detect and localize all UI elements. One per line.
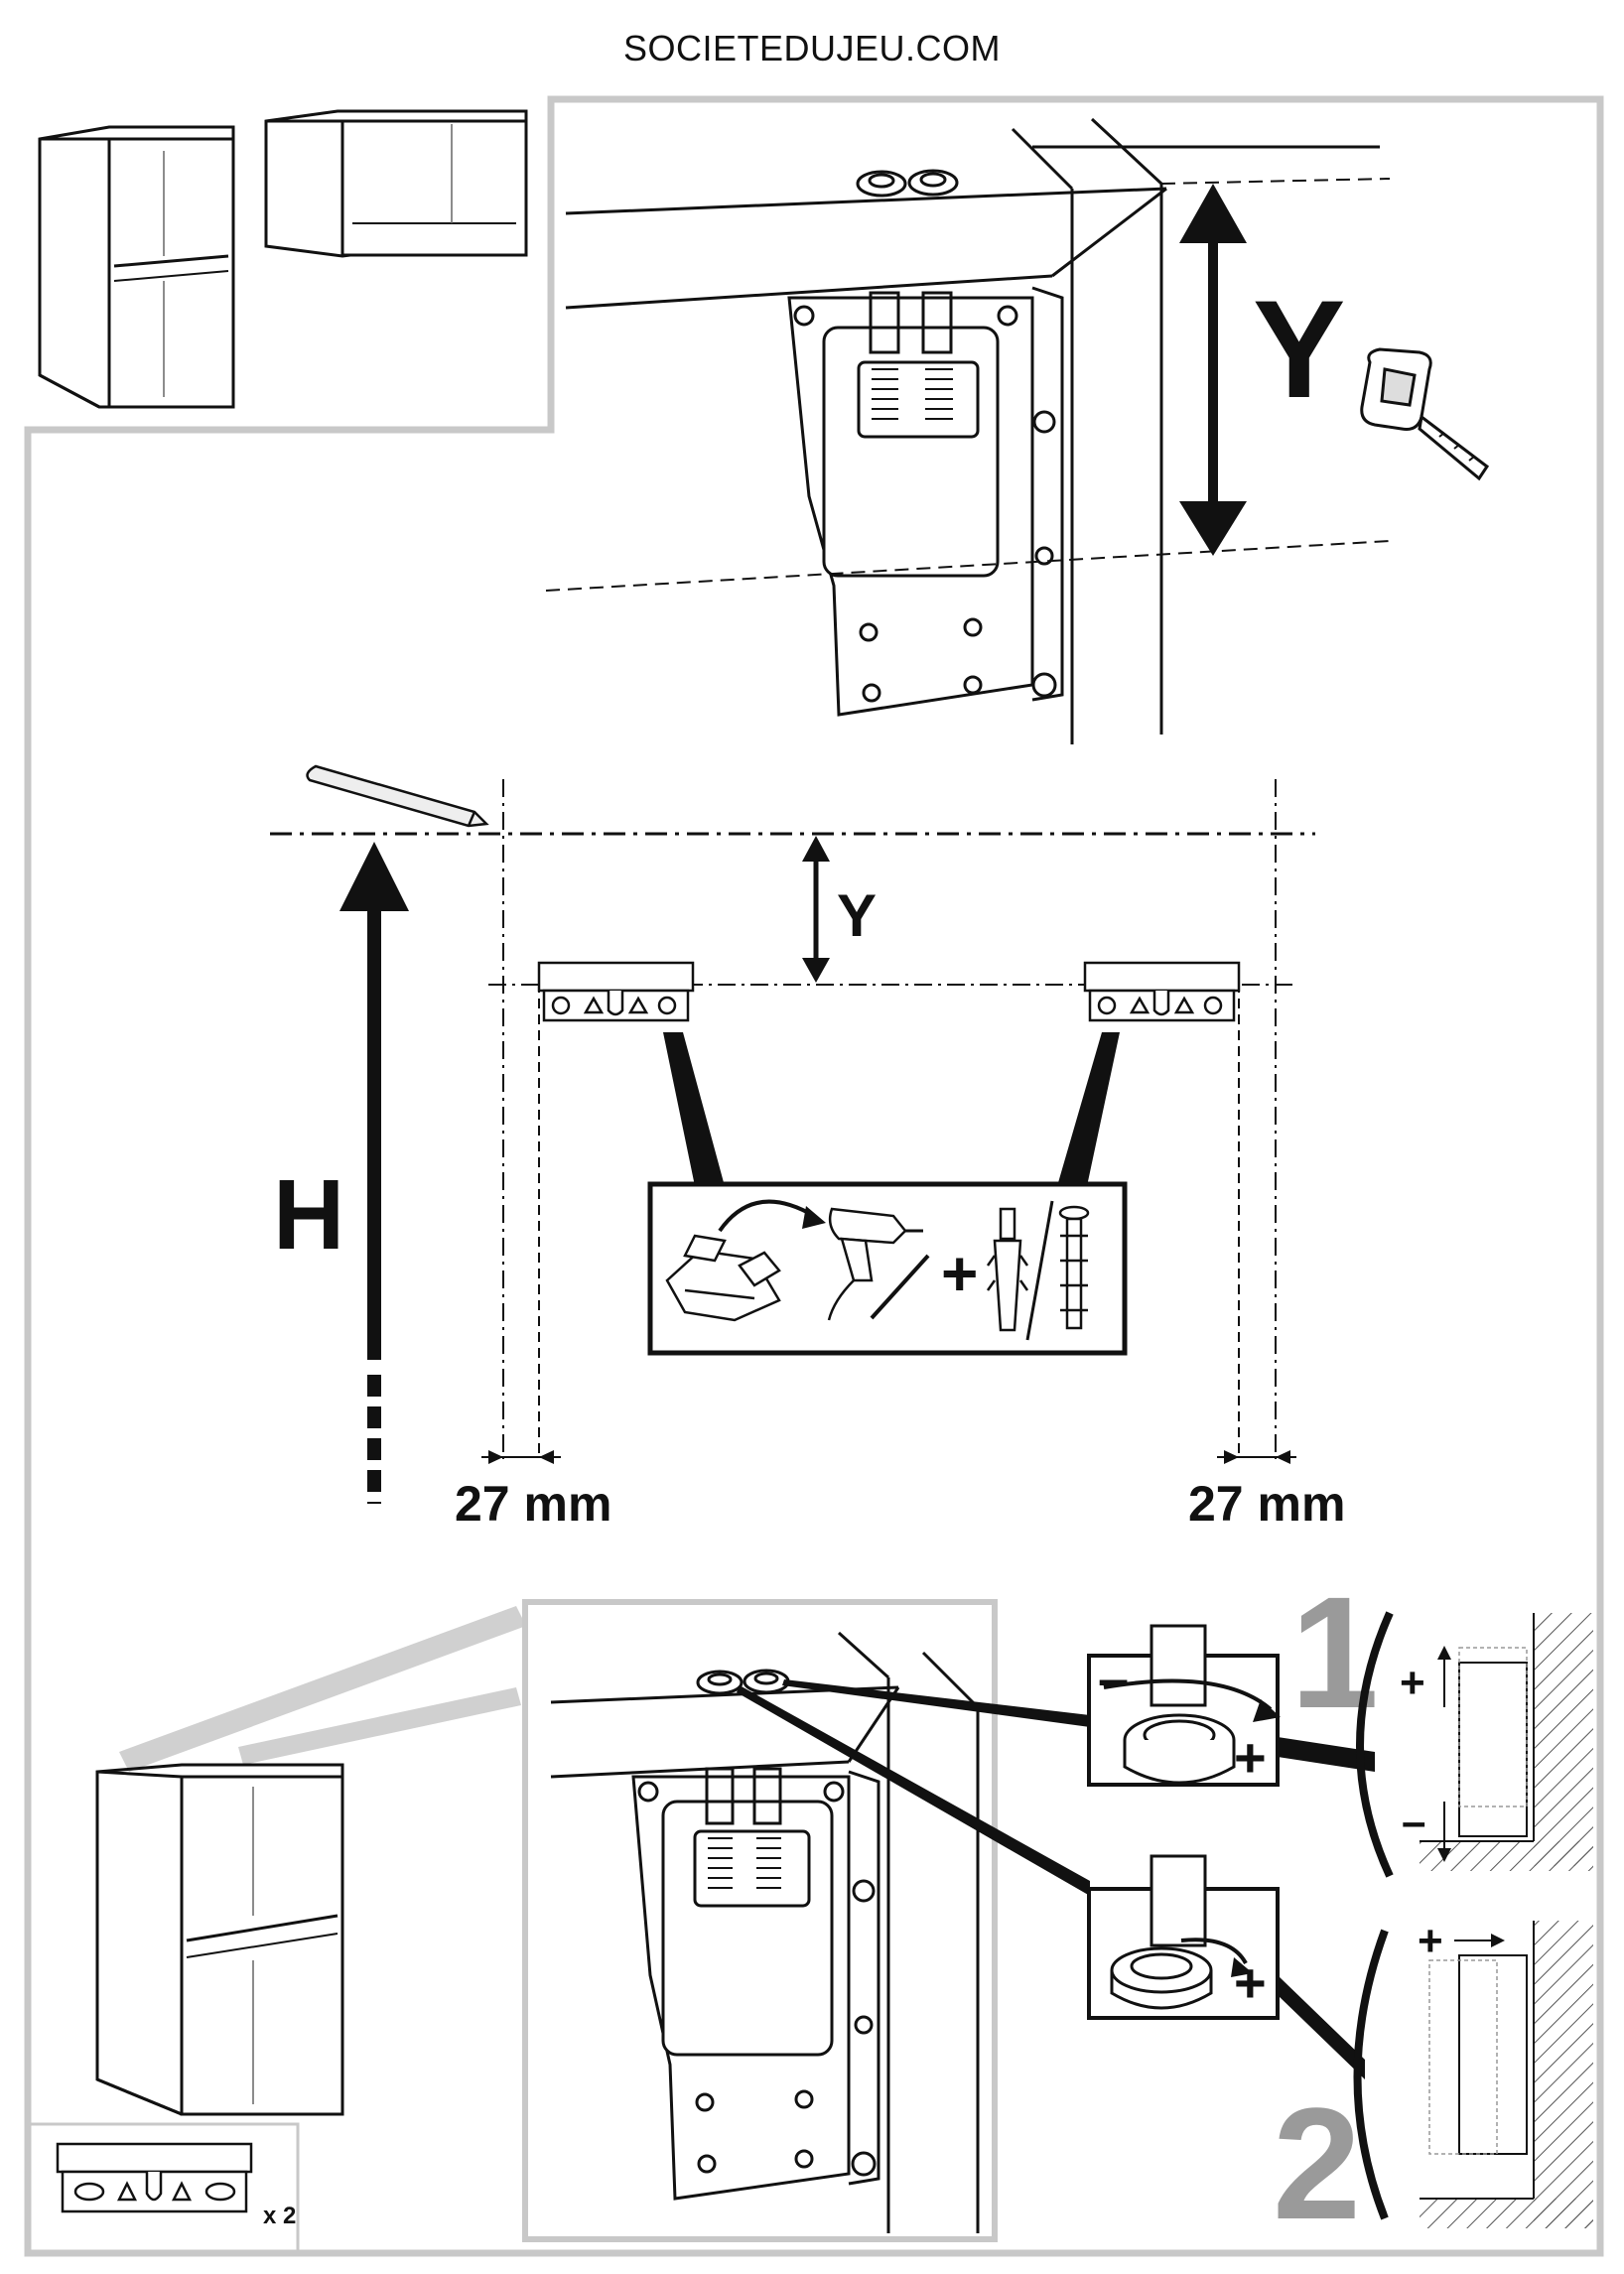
- pencil-icon: [306, 764, 489, 828]
- zoom-lines: [119, 1606, 526, 1772]
- cabinet-bottom-left: [95, 1763, 344, 2116]
- wall-bracket-right: [1083, 961, 1241, 1022]
- mm-label-left: 27 mm: [455, 1476, 611, 1532]
- y-dimension-arrow-middle: [802, 836, 830, 983]
- arrow-up-icon: [1437, 1646, 1451, 1660]
- bottom-detail-cam-screws: [696, 1669, 790, 1695]
- side-view-2: [1353, 1921, 1593, 2228]
- side-view-1: [1356, 1611, 1593, 1878]
- anchor-bolt-icon: [1058, 1205, 1090, 1330]
- rotate-arrow-1: [1103, 1678, 1273, 1711]
- arrow-down-icon: [1437, 1848, 1451, 1862]
- cabinet-tall-top-left: [38, 125, 235, 409]
- mm-dimension-left: [481, 1450, 561, 1464]
- screwdriver-1: [1123, 1624, 1236, 1785]
- y-dimension-arrow-top: [1179, 184, 1247, 556]
- minus-adjust-1: –: [1098, 1647, 1129, 1709]
- cabinet-wide-top-left: [264, 109, 528, 258]
- divider-slash: [1025, 1200, 1054, 1341]
- tools-box: [647, 1181, 1128, 1356]
- h-label: H: [273, 1159, 344, 1271]
- mm-label-right: 27 mm: [1188, 1476, 1345, 1532]
- bottom-detail-bracket: [631, 1767, 880, 2201]
- top-detail-cabinet-edge: [565, 117, 1380, 744]
- mm-dimension-right: [1217, 1450, 1296, 1464]
- bracket-part-icon: [56, 2142, 253, 2213]
- minus-adjust-3: –: [1402, 1798, 1425, 1846]
- plus-adjust-1: +: [1234, 1726, 1267, 1789]
- curved-arrow-icon: [718, 1199, 816, 1233]
- wall-plug-icon: [986, 1207, 1029, 1332]
- screwdriver-2: [1110, 1854, 1213, 2010]
- wall-bracket-left: [537, 961, 695, 1022]
- callout-line-1: [782, 1679, 1090, 1727]
- top-detail-cam-screws: [856, 169, 959, 198]
- page-frame: [24, 95, 1604, 2257]
- rotate-arrow-2-head: [1231, 1957, 1253, 1977]
- y-label-large: Y: [1253, 271, 1345, 427]
- drill-bit-icon: [870, 1254, 930, 1320]
- tape-measure-icon: [1360, 347, 1490, 481]
- callout-wedge-right: [1057, 1032, 1120, 1186]
- arrow-right-icon: [1491, 1934, 1505, 1947]
- plus-adjust-3: +: [1400, 1659, 1425, 1707]
- step-number-2: 2: [1273, 2074, 1361, 2252]
- y-label-small: Y: [837, 882, 877, 949]
- h-height-arrow: [339, 842, 409, 1504]
- drill-icon: [827, 1207, 923, 1321]
- callout-line-2: [737, 1685, 1090, 1896]
- callout-line-4: [1278, 1975, 1365, 2079]
- top-detail-measure-lines: [545, 178, 1391, 592]
- quantity-label: x 2: [263, 2203, 296, 2229]
- callout-line-3: [1278, 1737, 1375, 1772]
- arrow-head-icon: [802, 1206, 826, 1229]
- plus-sign-tools: +: [941, 1238, 978, 1309]
- rotate-arrow-1-head: [1253, 1699, 1281, 1722]
- plus-adjust-2: +: [1234, 1951, 1267, 2014]
- toolbox-icon: [665, 1234, 781, 1322]
- vertical-guide-lines: [502, 779, 1277, 1459]
- callout-wedge-left: [663, 1032, 725, 1186]
- site-header: SOCIETEDUJEU.COM: [622, 28, 1002, 68]
- plus-adjust-4: +: [1418, 1917, 1443, 1965]
- rotate-arrow-2: [1180, 1938, 1248, 1965]
- parts-box: [28, 2122, 300, 2253]
- top-detail-bracket: [787, 286, 1064, 717]
